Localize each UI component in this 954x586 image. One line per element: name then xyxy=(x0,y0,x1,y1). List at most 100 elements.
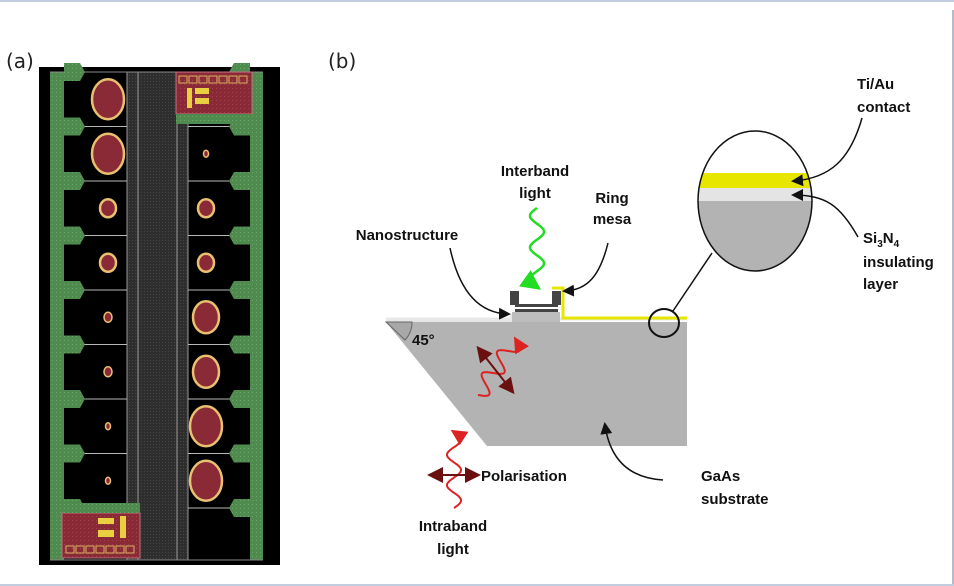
left-ring-device xyxy=(98,198,118,219)
left-contact-finger xyxy=(64,281,85,299)
tiau-contact-line xyxy=(552,286,687,320)
pad-bottom-green-strip xyxy=(64,503,140,513)
tiau-label-1: Ti/Au xyxy=(857,76,894,93)
right-contact-finger xyxy=(229,226,250,245)
bond-pad xyxy=(178,75,188,84)
pad-feature xyxy=(120,516,126,538)
right-contact-finger xyxy=(229,281,250,299)
magnified-circle-outline xyxy=(697,130,813,272)
right-contact-finger xyxy=(229,335,250,354)
ring-mesa-label-1: Ring xyxy=(595,190,628,207)
intraband-label-1: Intraband xyxy=(419,518,487,535)
left-contact-rail xyxy=(50,72,64,560)
bond-pad xyxy=(198,75,208,84)
si3n4-arrow xyxy=(791,189,859,238)
left-contact-finger xyxy=(64,63,85,81)
left-contact-finger xyxy=(64,117,85,136)
zoom-source-circle xyxy=(648,308,680,338)
bottom-border xyxy=(0,584,954,586)
right-contact-finger xyxy=(229,499,250,517)
top-border xyxy=(0,0,954,2)
left-ring-device xyxy=(90,78,126,121)
nanostructure-layer-2 xyxy=(515,309,558,312)
center-bus xyxy=(127,72,188,560)
bond-pad xyxy=(115,545,125,554)
left-ring-device xyxy=(103,366,113,378)
gaas-substrate xyxy=(386,318,687,446)
panel-b-label: (b) xyxy=(328,49,356,73)
left-contact-finger xyxy=(64,335,85,354)
right-ring-device xyxy=(188,405,224,448)
right-ring-device xyxy=(202,149,210,158)
ring-mesa-right xyxy=(552,291,561,305)
ring-mesa-arrow xyxy=(562,242,609,297)
left-ring-device xyxy=(103,311,113,323)
angle-label: 45° xyxy=(412,332,435,349)
ring-mesa-label-2: mesa xyxy=(593,211,632,228)
right-ring-device xyxy=(188,459,224,502)
angle-45-marker xyxy=(384,321,413,341)
pad-feature xyxy=(98,530,114,537)
device-cross-section: 45° Interband light Ring mesa xyxy=(356,76,934,558)
bond-pad xyxy=(75,545,85,554)
magnified-view xyxy=(698,131,812,271)
bond-pad xyxy=(208,75,218,84)
right-border xyxy=(952,10,954,586)
left-contact-finger xyxy=(64,390,85,408)
interband-label-1: Interband xyxy=(501,163,569,180)
right-contact-finger xyxy=(229,390,250,408)
right-ring-device xyxy=(191,300,221,335)
interband-label-2: light xyxy=(519,185,551,202)
nanostructure-arrow xyxy=(449,247,511,320)
panel-a-label: (a) xyxy=(6,49,34,73)
pad-feature xyxy=(98,518,114,524)
nanostructure-label: Nanostructure xyxy=(356,227,459,244)
bond-pad xyxy=(228,75,238,84)
intraband-wave xyxy=(445,429,469,509)
polarisation-arrow-in-substrate xyxy=(476,345,515,395)
left-ring-device xyxy=(104,476,112,485)
si3n4-label-1: Si3N4 xyxy=(863,230,900,250)
magnified-contact-layer xyxy=(698,173,812,188)
magnified-substrate xyxy=(698,201,812,271)
left-ring-device xyxy=(90,132,126,175)
gaas-arrow xyxy=(600,422,664,481)
pad-feature xyxy=(187,88,192,108)
left-ring-device xyxy=(98,252,118,273)
right-ring-device xyxy=(196,252,216,273)
right-contact-finger xyxy=(229,172,250,190)
tiau-label-2: contact xyxy=(857,99,910,116)
bond-pad xyxy=(125,545,135,554)
magnified-insulator-layer xyxy=(698,188,812,201)
bond-pad xyxy=(95,545,105,554)
gaas-label-1: GaAs xyxy=(701,468,740,485)
intraband-label-2: light xyxy=(437,541,469,558)
interband-wave xyxy=(518,206,546,290)
chip-layout xyxy=(39,63,280,565)
polarisation-label: Polarisation xyxy=(481,468,567,485)
pad-top-green-strip xyxy=(176,114,252,124)
pad-feature xyxy=(195,98,209,104)
bond-pad xyxy=(188,75,198,84)
right-contact-finger xyxy=(229,444,250,463)
right-ring-device xyxy=(196,198,216,219)
si3n4-label-2: insulating xyxy=(863,254,934,271)
right-ring-device xyxy=(191,354,221,389)
left-contact-finger xyxy=(64,226,85,245)
ring-mesa-left xyxy=(510,291,519,305)
left-contact-finger xyxy=(64,172,85,190)
bond-pad xyxy=(218,75,228,84)
right-contact-rail xyxy=(250,72,263,560)
bond-pad xyxy=(85,545,95,554)
left-ring-device xyxy=(104,422,112,431)
si3n4-label-3: layer xyxy=(863,276,898,293)
zoom-connector-line xyxy=(672,252,713,312)
gaas-label-2: substrate xyxy=(701,491,769,508)
tiau-arrow xyxy=(791,117,863,187)
nanostructure-layer-1 xyxy=(515,304,558,307)
bond-pad xyxy=(105,545,115,554)
left-contact-finger xyxy=(64,444,85,463)
pad-feature xyxy=(195,88,209,94)
bond-pad xyxy=(238,75,248,84)
